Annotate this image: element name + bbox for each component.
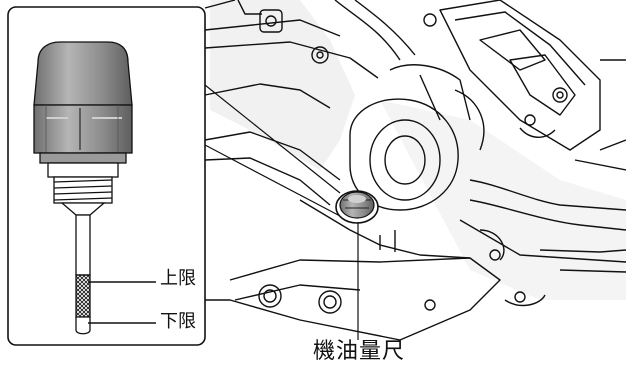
engine-illustration: [204, 0, 626, 341]
dipstick-detail: [33, 41, 133, 335]
lower-limit-label: 下限: [160, 311, 196, 332]
dipstick-cap-on-engine: [335, 190, 379, 224]
callout-lines: [204, 84, 341, 217]
dipstick-label: 機油量尺: [313, 339, 406, 364]
level-indicators: [88, 281, 156, 324]
upper-limit-label: 上限: [160, 268, 196, 289]
